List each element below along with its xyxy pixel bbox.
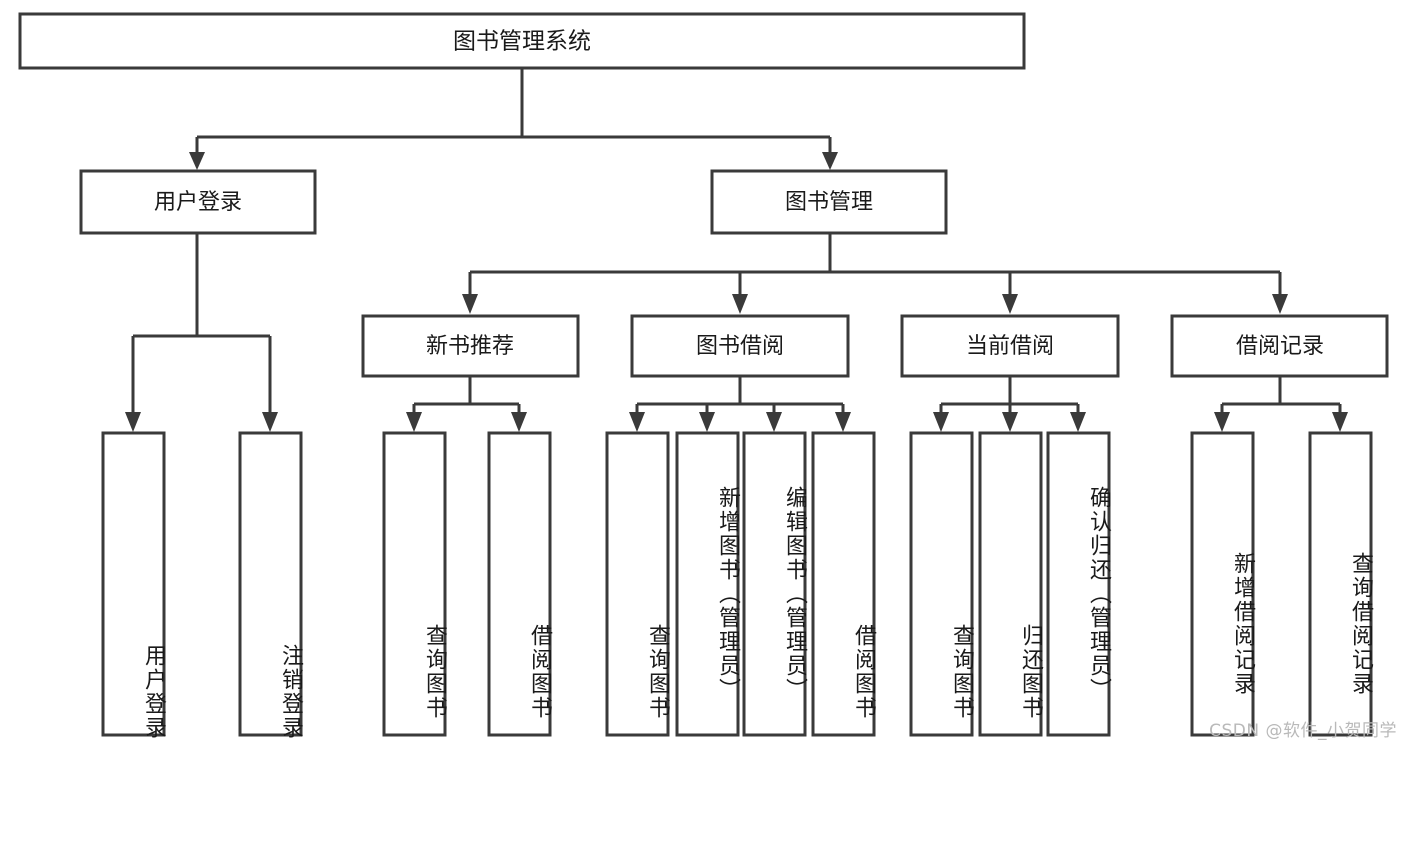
node-new-book-recommend-box[interactable]: [361, 314, 580, 378]
arrowhead-leaf-return-book: [1002, 412, 1018, 432]
leaf-borrow-book-1-box[interactable]: [487, 431, 552, 737]
arrowhead-borrow-record: [1272, 294, 1288, 314]
connector-group-book-borrow: [629, 376, 851, 432]
node-current-borrow-box[interactable]: [900, 314, 1120, 378]
arrowhead-leaf-query-record: [1332, 412, 1348, 432]
arrowhead-current-borrow: [1002, 294, 1018, 314]
leaf-add-record-box[interactable]: [1190, 431, 1255, 737]
leaf-query-record-box[interactable]: [1308, 431, 1373, 737]
leaf-borrow-book-2-box[interactable]: [811, 431, 876, 737]
arrowhead-leaf-query-book-2: [629, 412, 645, 432]
leaf-user-login-box[interactable]: [101, 431, 166, 737]
connector-group-user-login: [125, 233, 278, 432]
node-book-manage[interactable]: 图书管理: [710, 169, 948, 235]
arrowhead-leaf-edit-book: [766, 412, 782, 432]
arrowhead-leaf-user-login: [125, 412, 141, 432]
leaf-confirm-return-box[interactable]: [1046, 431, 1111, 737]
leaf-query-book-2-box[interactable]: [605, 431, 670, 737]
flowchart-svg: 图书管理系统 用户登录 图书管理 新书推荐 图书借阅 当前借阅 借阅记录: [18, 12, 1389, 737]
arrowhead-book-borrow: [732, 294, 748, 314]
watermark-text: CSDN @软件_小贺同学: [1209, 721, 1397, 741]
node-borrow-record-box[interactable]: [1170, 314, 1389, 378]
leaf-query-book-3-box[interactable]: [909, 431, 974, 737]
arrowhead-new-book-recommend: [462, 294, 478, 314]
diagram-canvas: 图书管理系统 用户登录 图书管理 新书推荐 图书借阅 当前借阅 借阅记录: [18, 12, 1397, 741]
arrowhead-leaf-borrow-book-2: [835, 412, 851, 432]
connector-group-new-book-recommend: [406, 376, 527, 432]
arrowhead-leaf-confirm-return: [1070, 412, 1086, 432]
leaf-boxes: [101, 431, 1373, 737]
node-book-manage-box[interactable]: [710, 169, 948, 235]
node-new-book-recommend-label: 新书推荐: [426, 334, 514, 359]
node-root[interactable]: 图书管理系统: [18, 12, 1026, 70]
node-book-borrow-label: 图书借阅: [696, 334, 784, 359]
node-current-borrow[interactable]: 当前借阅: [900, 314, 1120, 378]
arrowhead-leaf-query-book-1: [406, 412, 422, 432]
arrowhead-leaf-logout: [262, 412, 278, 432]
node-user-login[interactable]: 用户登录: [79, 169, 317, 235]
node-book-borrow[interactable]: 图书借阅: [630, 314, 850, 378]
node-book-borrow-box[interactable]: [630, 314, 850, 378]
node-user-login-box[interactable]: [79, 169, 317, 235]
node-root-label: 图书管理系统: [453, 29, 591, 55]
arrowhead-leaf-add-record: [1214, 412, 1230, 432]
node-new-book-recommend[interactable]: 新书推荐: [361, 314, 580, 378]
arrowhead-leaf-query-book-3: [933, 412, 949, 432]
node-current-borrow-label: 当前借阅: [966, 334, 1054, 359]
leaf-edit-book-box[interactable]: [742, 431, 807, 737]
connector-group-root: [189, 68, 838, 170]
leaf-add-book-box[interactable]: [675, 431, 740, 737]
arrowhead-book-manage: [822, 152, 838, 170]
node-borrow-record-label: 借阅记录: [1236, 334, 1324, 359]
connector-group-book-manage: [462, 233, 1288, 314]
arrowhead-leaf-borrow-book-1: [511, 412, 527, 432]
node-root-box[interactable]: [18, 12, 1026, 70]
connector-group-current-borrow: [933, 376, 1086, 432]
node-book-manage-label: 图书管理: [785, 190, 873, 215]
node-user-login-label: 用户登录: [154, 190, 242, 215]
leaf-return-book-box[interactable]: [978, 431, 1043, 737]
arrowhead-user-login: [189, 152, 205, 170]
connector-group-borrow-record: [1214, 376, 1348, 432]
leaf-logout-box[interactable]: [238, 431, 303, 737]
leaf-query-book-1-box[interactable]: [382, 431, 447, 737]
arrowhead-leaf-add-book: [699, 412, 715, 432]
node-borrow-record[interactable]: 借阅记录: [1170, 314, 1389, 378]
